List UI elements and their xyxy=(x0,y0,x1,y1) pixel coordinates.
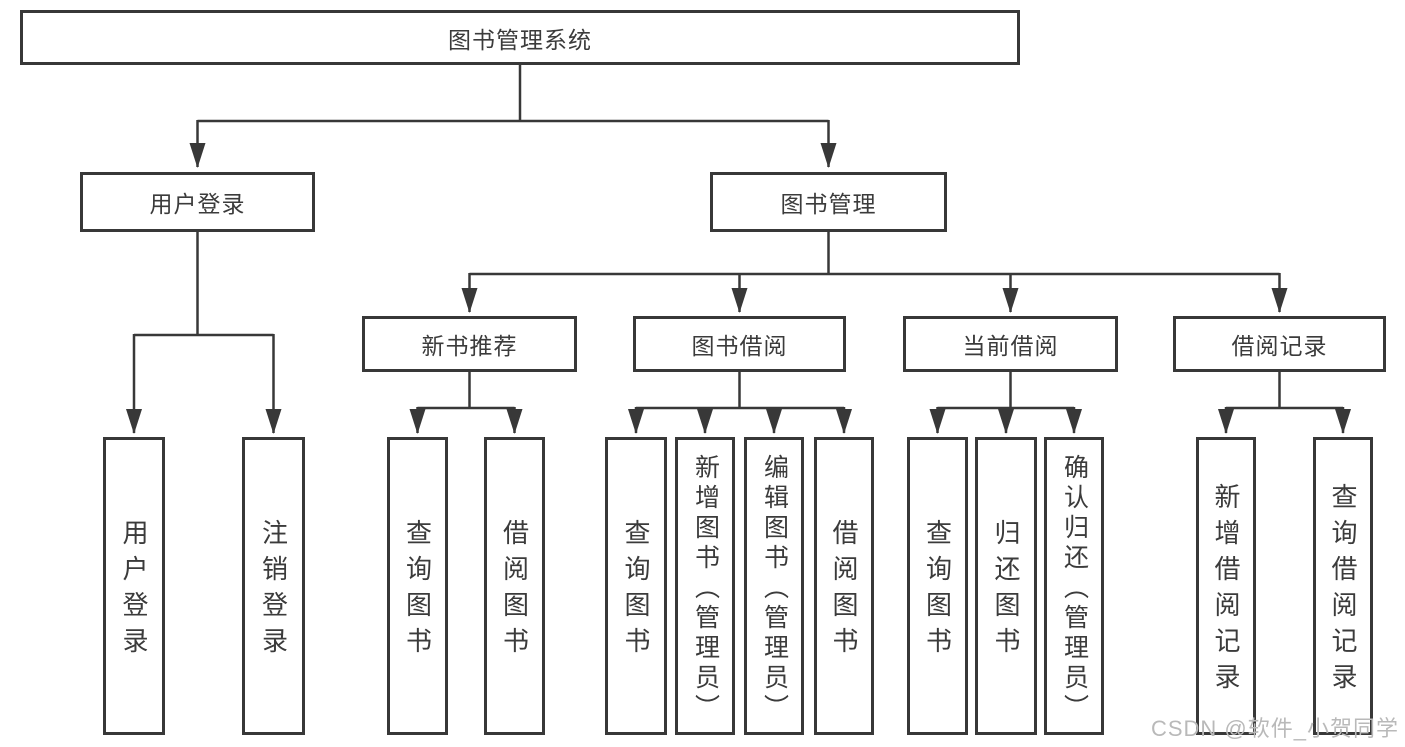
node-label: 归还图书 xyxy=(991,519,1021,663)
node-label: 查询图书 xyxy=(402,519,433,663)
leaf-borrow-books: 借阅图书 xyxy=(814,437,874,735)
node-label: 借阅图书 xyxy=(499,519,530,663)
leaf-user-login: 用户登录 xyxy=(103,437,165,735)
node-label: 查询图书 xyxy=(922,519,953,663)
leaf-query-borrow-record: 查询借阅记录 xyxy=(1313,437,1373,735)
node-label: 新增借阅记录 xyxy=(1211,483,1241,699)
node-label: 借阅图书 xyxy=(829,519,859,663)
node-label: 编辑图书（管理员） xyxy=(760,453,789,724)
leaf-edit-books-admin: 编辑图书（管理员） xyxy=(744,437,804,735)
leaf-add-books-admin: 新增图书（管理员） xyxy=(675,437,735,735)
node-book-borrow: 图书借阅 xyxy=(633,316,846,372)
leaf-query-books-current: 查询图书 xyxy=(907,437,968,735)
leaf-return-books: 归还图书 xyxy=(975,437,1037,735)
leaf-borrow-books-recommend: 借阅图书 xyxy=(484,437,545,735)
node-label: 图书管理 xyxy=(780,191,877,217)
node-label: 用户登录 xyxy=(119,519,149,663)
node-label: 图书管理系统 xyxy=(448,26,592,53)
node-user-login: 用户登录 xyxy=(80,172,315,232)
node-label: 注销登录 xyxy=(258,519,289,663)
node-label: 确认归还（管理员） xyxy=(1060,453,1089,724)
leaf-query-books-borrow: 查询图书 xyxy=(605,437,667,735)
node-label: 查询借阅记录 xyxy=(1328,483,1358,699)
node-label: 新书推荐 xyxy=(421,333,518,359)
leaf-query-books-recommend: 查询图书 xyxy=(387,437,448,735)
node-current-borrow: 当前借阅 xyxy=(903,316,1118,372)
leaf-confirm-return-admin: 确认归还（管理员） xyxy=(1044,437,1104,735)
csdn-watermark: CSDN @软件_小贺同学 xyxy=(1150,716,1399,741)
node-book-management: 图书管理 xyxy=(710,172,947,232)
node-label: 借阅记录 xyxy=(1231,333,1328,359)
node-label: 查询图书 xyxy=(621,519,651,663)
node-label: 新增图书（管理员） xyxy=(691,453,720,724)
node-borrow-record: 借阅记录 xyxy=(1173,316,1386,372)
leaf-add-borrow-record: 新增借阅记录 xyxy=(1196,437,1256,735)
node-root-library-system: 图书管理系统 xyxy=(20,10,1020,65)
leaf-logout: 注销登录 xyxy=(242,437,305,735)
node-new-book-recommend: 新书推荐 xyxy=(362,316,577,372)
node-label: 图书借阅 xyxy=(691,333,788,359)
node-label: 当前借阅 xyxy=(962,333,1059,359)
node-label: 用户登录 xyxy=(149,191,246,217)
